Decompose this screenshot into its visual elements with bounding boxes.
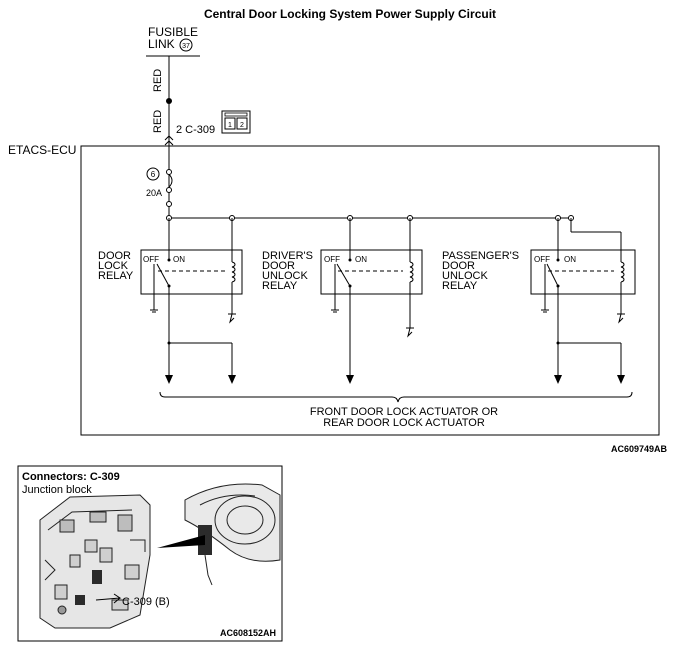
connector-pin-1: 1 <box>228 122 232 129</box>
fuse-terminal-out <box>166 201 172 207</box>
door-lock-relay: DOOR LOCK RELAY OFF ON <box>98 218 243 376</box>
dashboard-image <box>157 483 281 586</box>
connector-pin-2: 2 <box>240 122 244 129</box>
fusible-link-number: 37 <box>182 43 190 50</box>
relay-2-off: OFF <box>324 255 340 264</box>
relay-2-label-3: UNLOCK <box>262 270 309 282</box>
relay-3-box <box>530 249 636 295</box>
relay-2-coil-icon <box>409 261 414 283</box>
fusible-link-label-1: FUSIBLE <box>148 25 198 39</box>
fusible-link: FUSIBLE LINK 37 <box>146 25 200 57</box>
relay-1-label-3: RELAY <box>98 270 134 282</box>
relay-1-box <box>140 249 243 295</box>
fuse-element <box>168 174 173 188</box>
connector-c309-pin <box>164 135 174 146</box>
fuse-number: 6 <box>151 170 156 179</box>
relay-1-label-2: LOCK <box>98 260 129 272</box>
fuse-rating: 20A <box>146 188 162 198</box>
relay-3-label-3: UNLOCK <box>442 270 489 282</box>
arrow-down-icon <box>346 375 354 384</box>
ecu-box <box>80 145 660 436</box>
arrow-down-icon <box>617 375 625 384</box>
ecu-label: ETACS-ECU <box>8 143 76 157</box>
fuse: 6 20A <box>146 167 173 207</box>
connector-icon: 1 2 <box>221 110 251 134</box>
wire-color-upper: RED <box>152 69 164 92</box>
callout-arrow-icon <box>95 593 122 604</box>
connectors-subtitle: Junction block <box>22 484 92 496</box>
relay-1-switch-arm <box>156 263 170 287</box>
relay-1-on: ON <box>173 255 185 264</box>
output-arrows <box>165 375 625 384</box>
connectors-title: Connectors: C-309 <box>22 471 120 483</box>
connector-pin-label: 2 C-309 <box>176 124 215 136</box>
relay-3-switch-arm <box>546 263 559 287</box>
relay-3-label-2: DOOR <box>442 260 475 272</box>
wire-color-lower: RED <box>152 110 164 133</box>
arrow-down-icon <box>554 375 562 384</box>
relay-2-ground-icon <box>331 309 339 313</box>
relay-3-label-1: PASSENGER'S <box>442 250 519 262</box>
fusible-link-number-circle <box>179 38 193 52</box>
relay-2-box <box>320 249 423 295</box>
actuator-label-2: REAR DOOR LOCK ACTUATOR <box>323 417 485 429</box>
relay-2-on: ON <box>355 255 367 264</box>
drivers-door-unlock-relay: DRIVER'S DOOR UNLOCK RELAY OFF ON <box>262 218 423 376</box>
fusible-link-label-2: LINK <box>148 37 175 51</box>
arrow-down-icon <box>228 375 236 384</box>
fuse-terminal-bottom <box>166 187 172 193</box>
diagram-title: Central Door Locking System Power Supply… <box>204 7 496 21</box>
relay-3-off: OFF <box>534 255 550 264</box>
connectors-box <box>17 465 283 642</box>
relay-1-ground-icon <box>150 309 158 313</box>
arrow-down-icon <box>165 375 173 384</box>
relay-1-coil-ground-icon <box>228 313 236 324</box>
relay-2-switch-arm <box>336 263 351 287</box>
passengers-door-unlock-relay: PASSENGER'S DOOR UNLOCK RELAY OFF ON <box>442 218 636 376</box>
relay-2-label-1: DRIVER'S <box>262 250 313 262</box>
relay-1-off: OFF <box>143 255 159 264</box>
fuse-number-circle <box>146 167 160 181</box>
junction-block-image <box>39 494 151 629</box>
fuse-terminal-top <box>166 169 172 175</box>
relay-3-coil-ground-icon <box>617 313 625 324</box>
diagram-code: AC609749AB <box>611 444 668 454</box>
pointer-arrow-icon <box>157 535 205 548</box>
relay-1-label-1: DOOR <box>98 250 131 262</box>
relay-3-coil-icon <box>620 261 625 283</box>
connector-callout: C-309 (B) <box>122 596 170 608</box>
connectors-code: AC608152AH <box>220 628 276 638</box>
actuator-label-1: FRONT DOOR LOCK ACTUATOR OR <box>310 406 498 418</box>
actuator-bracket <box>159 391 633 403</box>
relay-2-coil-ground-icon <box>406 327 414 338</box>
relay-3-on: ON <box>564 255 576 264</box>
wire-splice-dot <box>166 98 172 104</box>
relay-3-ground-icon <box>541 309 549 313</box>
relay-2-label-2: DOOR <box>262 260 295 272</box>
relay-1-coil-icon <box>231 261 236 283</box>
relay-3-label-4: RELAY <box>442 280 478 292</box>
relay-2-label-4: RELAY <box>262 280 298 292</box>
